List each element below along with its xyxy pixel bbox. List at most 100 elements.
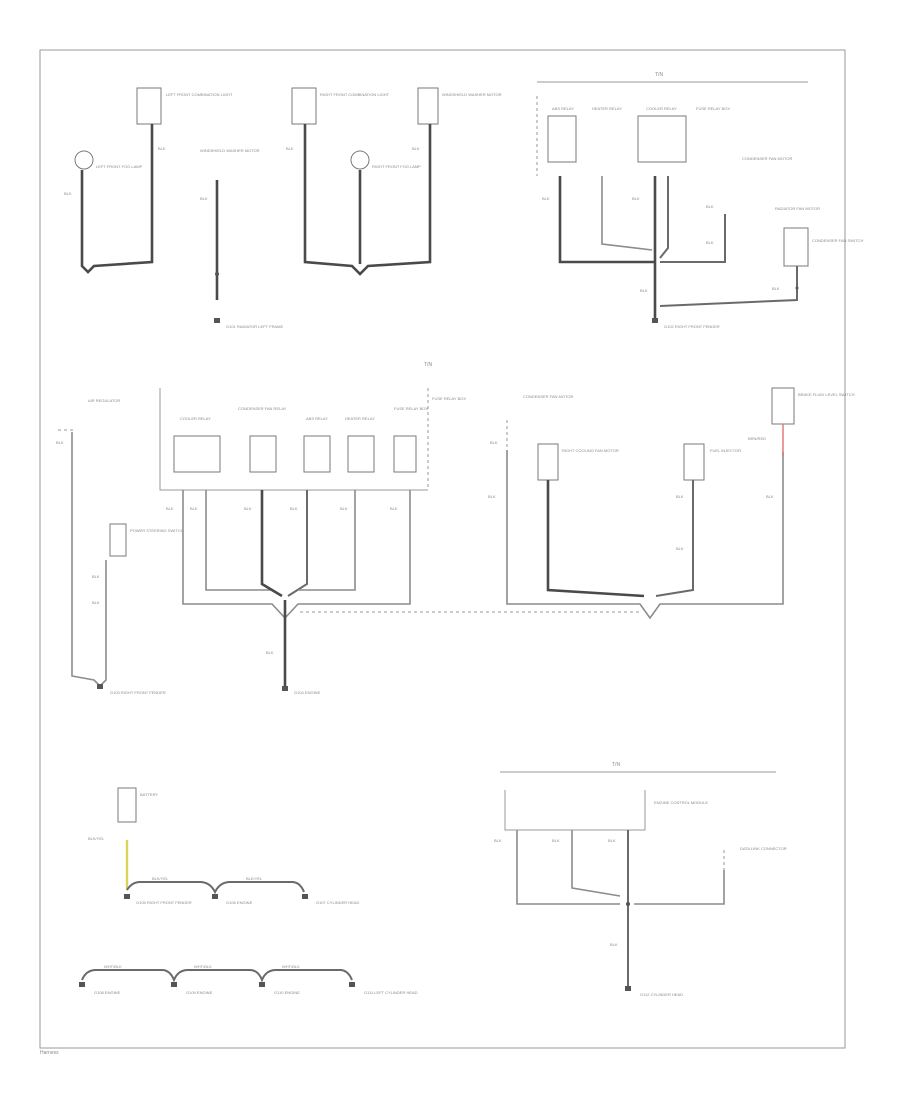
svg-text:BLK: BLK: [706, 204, 714, 209]
svg-text:CONDENSER FAN MOTOR: CONDENSER FAN MOTOR: [742, 156, 792, 161]
svg-text:AIR REGULATOR: AIR REGULATOR: [88, 398, 120, 403]
ground-g106-label: G106 ENGINE: [226, 900, 253, 905]
left-front-fog-lamp-label: LEFT FRONT FOG LAMP: [96, 164, 143, 169]
svg-text:BLK: BLK: [200, 196, 208, 201]
ground-g111-label: G111 LEFT CYLINDER HEAD: [364, 990, 418, 995]
ground-g111-icon: [349, 982, 355, 987]
ground-g101-label: G101 RADIATOR LEFT FRAME: [226, 324, 283, 329]
windshield-washer-label: WINDSHIELD WASHER MOTOR: [200, 148, 260, 153]
right-front-combo-light-label: RIGHT FRONT COMBINATION LIGHT: [320, 92, 390, 97]
ground-g105-icon: [124, 894, 130, 899]
right-front-combo-light-connector: [291, 87, 317, 125]
svg-text:BLK: BLK: [64, 191, 72, 196]
svg-text:CONDENSER FAN SWITCH: CONDENSER FAN SWITCH: [812, 238, 863, 243]
svg-text:BRAKE FLUID LEVEL SWITCH: BRAKE FLUID LEVEL SWITCH: [798, 392, 855, 397]
svg-text:BLK: BLK: [610, 942, 618, 947]
right-front-fog-lamp-label: RIGHT FRONT FOG LAMP: [372, 164, 421, 169]
ground-g103-icon: [97, 684, 103, 689]
svg-text:BLK: BLK: [412, 146, 420, 151]
left-front-combo-light-label: LEFT FRONT COMBINATION LIGHT: [166, 92, 233, 97]
svg-text:CONDENSER FAN RELAY: CONDENSER FAN RELAY: [238, 406, 287, 411]
washer-motor-connector: [417, 87, 439, 125]
svg-text:BLK: BLK: [676, 546, 684, 551]
cooler-relay-box: [637, 115, 687, 163]
washer-motor-label: WINDSHIELD WASHER MOTOR: [442, 92, 502, 97]
group-top-right: T/N ABS RELAY HEATER RELAY COOLER RELAY …: [536, 72, 863, 329]
bottom-right-section-title: T/N: [612, 762, 620, 768]
ground-g104-icon: [282, 686, 288, 691]
svg-text:BLK: BLK: [166, 506, 174, 511]
right-front-fog-lamp-icon: [350, 150, 370, 170]
middle-section-title: T/N: [424, 362, 432, 368]
battery-box: [117, 787, 137, 823]
svg-text:BLK: BLK: [494, 838, 502, 843]
svg-text:BLK: BLK: [640, 288, 648, 293]
ground-g109-label: G109 ENGINE: [186, 990, 213, 995]
ground-g112-icon: [625, 986, 631, 991]
top-right-section-title: T/N: [655, 72, 663, 78]
svg-text:BLK: BLK: [676, 494, 684, 499]
svg-text:WHT/BLK: WHT/BLK: [282, 964, 300, 969]
svg-text:BLK: BLK: [632, 196, 640, 201]
ground-g104-label: G104 ENGINE: [294, 690, 321, 695]
svg-text:BLK: BLK: [390, 506, 398, 511]
svg-text:POWER STEERING SWITCH: POWER STEERING SWITCH: [130, 528, 184, 533]
svg-text:CONDENSER FAN MOTOR: CONDENSER FAN MOTOR: [523, 394, 573, 399]
left-front-fog-lamp-icon: [74, 150, 94, 170]
ground-g103-label: G103 RIGHT FRONT FENDER: [110, 690, 166, 695]
svg-text:BRN/RED: BRN/RED: [748, 436, 766, 441]
svg-text:BLK: BLK: [706, 240, 714, 245]
abs-relay-box: [547, 115, 577, 163]
svg-text:HEATER RELAY: HEATER RELAY: [592, 106, 622, 111]
svg-text:BLK: BLK: [488, 494, 496, 499]
svg-text:BLK: BLK: [490, 440, 498, 445]
ground-g110-icon: [259, 982, 265, 987]
group-left-front: LEFT FRONT COMBINATION LIGHT LEFT FRONT …: [64, 87, 502, 329]
svg-text:RADIATOR FAN MOTOR: RADIATOR FAN MOTOR: [775, 206, 820, 211]
diagram-border: [39, 49, 846, 1049]
svg-text:BLK: BLK: [244, 506, 252, 511]
page-label: Harness: [40, 1050, 59, 1056]
svg-text:ABS RELAY: ABS RELAY: [306, 416, 328, 421]
svg-text:BLK: BLK: [290, 506, 298, 511]
ground-g106-icon: [212, 894, 218, 899]
washer-ground-point: [215, 272, 219, 276]
svg-text:DATA LINK CONNECTOR: DATA LINK CONNECTOR: [740, 846, 787, 851]
left-front-combo-light-connector: [136, 87, 162, 125]
svg-text:BLK: BLK: [542, 196, 550, 201]
svg-text:BLK: BLK: [340, 506, 348, 511]
ground-g112-label: G112 CYLINDER HEAD: [640, 992, 683, 997]
svg-text:BLK: BLK: [608, 838, 616, 843]
ground-g102-icon: [652, 318, 658, 323]
ground-g107-icon: [302, 894, 308, 899]
svg-text:ENGINE CONTROL MODULE: ENGINE CONTROL MODULE: [654, 800, 708, 805]
svg-text:BLK/YEL: BLK/YEL: [152, 876, 169, 881]
svg-text:COOLER RELAY: COOLER RELAY: [646, 106, 677, 111]
ground-g105-label: G105 RIGHT FRONT FENDER: [136, 900, 192, 905]
svg-text:BLK: BLK: [286, 146, 294, 151]
svg-text:FUSE RELAY BOX: FUSE RELAY BOX: [696, 106, 730, 111]
svg-text:BLK: BLK: [552, 838, 560, 843]
svg-text:BLK: BLK: [190, 506, 198, 511]
svg-text:BLK: BLK: [766, 494, 774, 499]
group-bottom-right: T/N ENGINE CONTROL MODULE DATA LINK CONN…: [494, 762, 787, 997]
svg-text:BLK: BLK: [92, 574, 100, 579]
ground-g109-icon: [171, 982, 177, 987]
ground-g108-label: G108 ENGINE: [94, 990, 121, 995]
ground-g108-icon: [79, 982, 85, 987]
svg-text:FUSE RELAY BOX: FUSE RELAY BOX: [394, 406, 428, 411]
svg-text:BLK: BLK: [56, 440, 64, 445]
svg-text:BLK: BLK: [92, 600, 100, 605]
svg-text:WHT/BLK: WHT/BLK: [104, 964, 122, 969]
ground-g110-label: G110 ENGINE: [274, 990, 300, 995]
group-middle: T/N AIR REGULATOR BLK POWER STEERING SWI…: [56, 362, 855, 695]
svg-text:BLK/YEL: BLK/YEL: [246, 876, 263, 881]
svg-text:FUSE RELAY BOX: FUSE RELAY BOX: [432, 396, 466, 401]
svg-text:RIGHT COOLING FAN MOTOR: RIGHT COOLING FAN MOTOR: [562, 448, 619, 453]
power-steering-switch-box: [109, 523, 127, 557]
svg-text:BLK/YEL: BLK/YEL: [88, 836, 105, 841]
ground-g107-label: G107 CYLINDER HEAD: [316, 900, 359, 905]
svg-text:HEATER RELAY: HEATER RELAY: [345, 416, 375, 421]
svg-text:BLK: BLK: [772, 286, 780, 291]
